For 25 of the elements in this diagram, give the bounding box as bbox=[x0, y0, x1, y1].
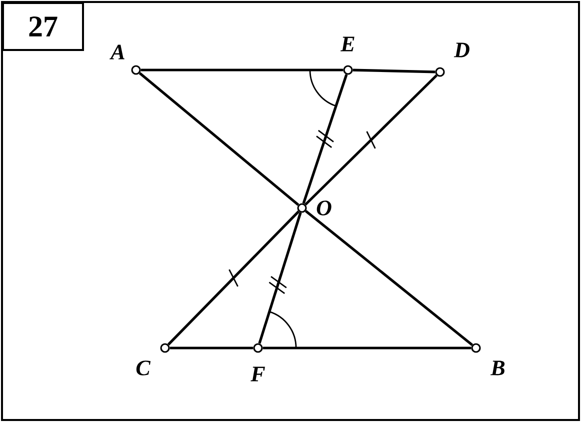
point-label: A bbox=[110, 44, 124, 60]
point-label: F bbox=[250, 366, 265, 382]
segment bbox=[304, 74, 438, 206]
segment bbox=[167, 210, 300, 346]
point-marker bbox=[297, 203, 307, 213]
point-marker bbox=[253, 343, 263, 353]
segment bbox=[262, 346, 472, 350]
point-marker bbox=[471, 343, 481, 353]
segment bbox=[304, 210, 474, 346]
segment bbox=[170, 346, 254, 350]
segment bbox=[258, 212, 302, 344]
point-label: E bbox=[340, 36, 354, 52]
point-marker bbox=[131, 65, 141, 75]
number-box: 27 bbox=[2, 2, 84, 51]
point-label: D bbox=[454, 42, 470, 58]
segment bbox=[352, 68, 436, 74]
point-label: O bbox=[316, 200, 332, 216]
segment bbox=[138, 72, 300, 206]
point-marker bbox=[160, 343, 170, 353]
point-marker bbox=[343, 65, 353, 75]
point-marker bbox=[435, 67, 445, 77]
segment bbox=[140, 68, 344, 72]
segment bbox=[302, 74, 348, 204]
point-label: C bbox=[136, 360, 151, 376]
point-label: B bbox=[490, 360, 505, 376]
